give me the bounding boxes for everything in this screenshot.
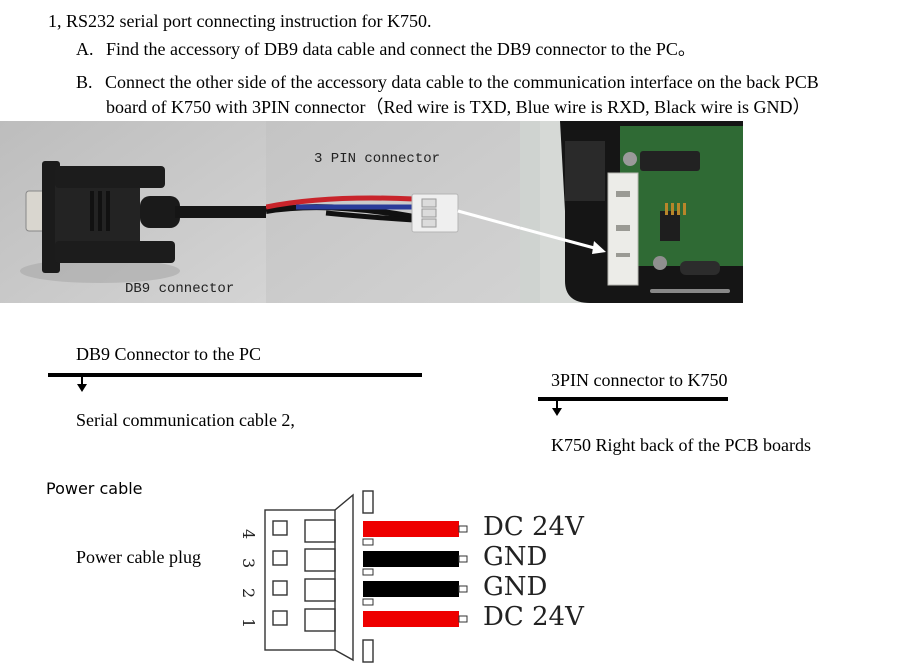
pcb-location-label: K750 Right back of the PCB boards [551,435,811,455]
three-pin-to-k750-label: 3PIN connector to K750 [551,370,728,390]
step-b-marker: B. [76,72,93,92]
db9-connector-illustration [0,121,266,303]
pin-number-2: 2 [239,588,258,598]
red-wire [266,195,415,210]
wire-pin-4 [363,521,459,537]
pcb-board-illustration [520,121,743,303]
pin-number-1: 1 [239,618,258,628]
right-divider-line [538,397,728,401]
wire-pin-2 [363,581,459,597]
wire-clip-pin-3 [362,568,374,576]
wire-terminal-pin-3 [458,555,468,563]
step-b-continuation: board of K750 with 3PIN connector（Red wi… [106,97,811,117]
three-pin-cable-illustration [266,121,520,303]
three-pin-cable-photo: 3 PIN connector [266,121,520,303]
serial-cable-label: Serial communication cable 2, [76,410,295,430]
power-plug-diagram: 4 3 2 1 [239,490,468,663]
pointer-arrow-head [592,241,606,254]
power-cable-title: Power cable [46,479,143,498]
k750-pcb-photo [520,121,743,303]
pin-1-label: DC 24V [483,602,584,632]
left-divider-line [48,373,422,377]
three-pin-caption: 3 PIN connector [314,151,441,167]
step-a-text: Find the accessory of DB9 data cable and… [106,39,696,59]
step-b-text: Connect the other side of the accessory … [105,72,819,92]
wire-terminal-pin-2 [458,585,468,593]
wire-terminal-pin-1 [458,615,468,623]
wire-pin-3 [363,551,459,567]
pin-number-4: 4 [239,529,258,539]
pin-3-label: GND [483,542,548,572]
step-b: B. Connect the other side of the accesso… [76,71,819,93]
pin-2-label: GND [483,572,548,602]
db9-connector-photo: DB9 connector [0,121,266,303]
db9-to-pc-label: DB9 Connector to the PC [76,344,261,364]
wire-clip-pin-2 [362,598,374,606]
db9-connector-caption: DB9 connector [125,281,235,297]
section-heading: 1, RS232 serial port connecting instruct… [48,11,432,31]
pin-number-3: 3 [239,558,258,568]
wire-clip-pin-4 [362,538,374,546]
pin-4-label: DC 24V [483,512,584,542]
step-a: A. Find the accessory of DB9 data cable … [76,38,696,60]
pointer-arrow-line [520,226,599,251]
step-a-marker: A. [76,39,94,59]
wire-terminal-pin-4 [458,525,468,533]
power-cable-plug-label: Power cable plug [76,547,201,567]
wire-pin-1 [363,611,459,627]
pointer-line [457,209,520,230]
